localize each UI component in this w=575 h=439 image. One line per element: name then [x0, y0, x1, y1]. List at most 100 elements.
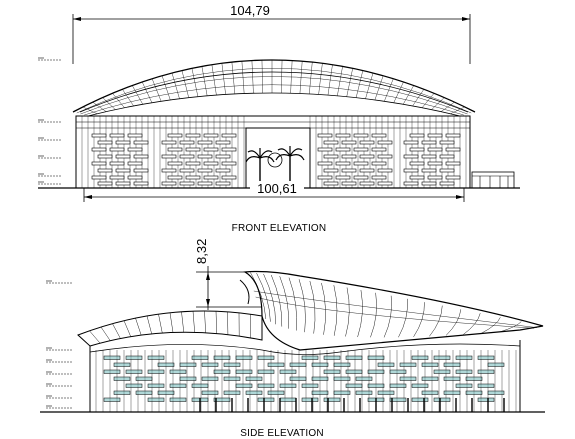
facade-panel — [109, 147, 125, 152]
glass-panel — [323, 369, 341, 374]
facade-panel — [403, 154, 419, 159]
left-roof-rib — [215, 311, 217, 334]
glass-panel — [279, 369, 297, 374]
glass-panel — [477, 369, 495, 374]
facade-panel — [359, 181, 375, 186]
glass-panel — [125, 355, 143, 360]
glass-panel — [103, 369, 121, 374]
facade-panel — [127, 133, 143, 138]
glass-panel — [399, 376, 417, 381]
glass-panel — [443, 376, 461, 381]
facade-panel — [203, 133, 219, 138]
facade-panel — [133, 140, 149, 145]
facade-panel — [221, 161, 237, 166]
facade-panel — [185, 133, 201, 138]
glass-panel — [333, 376, 351, 381]
glass-panel — [113, 376, 131, 381]
front-roof — [72, 59, 476, 117]
glass-panel — [191, 383, 209, 388]
sail-rib — [263, 273, 276, 325]
facade-panel — [215, 140, 231, 145]
glass-panel — [125, 383, 143, 388]
facade-panel — [445, 133, 461, 138]
glass-panel — [147, 383, 165, 388]
facade-panel — [197, 154, 213, 159]
front-overall-width-label: 104,79 — [230, 3, 270, 18]
front-elevation-title: FRONT ELEVATION — [232, 223, 327, 234]
facade-panel — [403, 181, 419, 186]
glass-panel — [201, 376, 219, 381]
glass-panel — [311, 362, 329, 367]
facade-panel — [377, 154, 393, 159]
facade-panel — [377, 140, 393, 145]
facade-panel — [359, 168, 375, 173]
facade-panel — [445, 147, 461, 152]
facade-panel — [335, 147, 351, 152]
facade-panel — [371, 175, 387, 180]
sail-rib — [250, 272, 267, 319]
facade-panel — [133, 181, 149, 186]
facade-panel — [335, 175, 351, 180]
facade-panel — [371, 161, 387, 166]
glass-panel — [443, 390, 461, 395]
facade-panel — [91, 175, 107, 180]
left-roof-rib — [146, 315, 152, 334]
glass-panel — [279, 397, 297, 402]
glass-panel — [301, 383, 319, 388]
facade-panel — [421, 154, 437, 159]
side-left-roof-ribs — [89, 310, 251, 344]
facade-panel — [109, 175, 125, 180]
facade-panel — [371, 133, 387, 138]
sail-rib — [500, 321, 522, 332]
facade-panel — [403, 140, 419, 145]
glass-panel — [103, 355, 121, 360]
glass-panel — [421, 376, 439, 381]
glass-panel — [301, 397, 319, 402]
glass-panel — [191, 355, 209, 360]
glass-panel — [433, 355, 451, 360]
glass-panel — [223, 376, 241, 381]
glass-panel — [235, 369, 253, 374]
side-elevation-title: SIDE ELEVATION — [240, 428, 324, 439]
entrance-palm-trees — [245, 146, 305, 182]
glass-panel — [113, 390, 131, 395]
facade-panel — [341, 154, 357, 159]
facade-panel — [323, 181, 339, 186]
sail-rib — [357, 290, 363, 338]
sail-rib — [279, 276, 290, 329]
facade-panel — [427, 161, 443, 166]
glass-panel — [377, 362, 395, 367]
facade-panel — [359, 140, 375, 145]
glass-panel — [345, 383, 363, 388]
facade-panel — [97, 181, 113, 186]
glass-panel — [147, 397, 165, 402]
facade-panel — [221, 147, 237, 152]
side-roof — [77, 270, 544, 351]
glass-panel — [465, 390, 483, 395]
facade-panel — [377, 181, 393, 186]
glass-panel — [487, 362, 505, 367]
facade-panel — [215, 154, 231, 159]
glass-panel — [411, 397, 429, 402]
side-glass-panels — [103, 355, 505, 402]
left-roof-rib — [181, 311, 185, 333]
glass-panel — [267, 390, 285, 395]
glass-panel — [279, 383, 297, 388]
facade-panel — [317, 133, 333, 138]
front-base-width-label: 100,61 — [257, 181, 297, 196]
facade-panel — [115, 181, 131, 186]
facade-panel — [421, 168, 437, 173]
facade-panel — [445, 175, 461, 180]
facade-panel — [161, 140, 177, 145]
facade-panel — [133, 154, 149, 159]
side-height-label: 8,32 — [194, 239, 209, 264]
glass-panel — [157, 390, 175, 395]
facade-panel — [215, 168, 231, 173]
glass-panel — [169, 397, 187, 402]
glass-panel — [301, 355, 319, 360]
facade-panel — [161, 181, 177, 186]
facade-panel — [427, 175, 443, 180]
side-facade — [40, 340, 545, 413]
sail-rib — [370, 292, 377, 338]
glass-panel — [223, 390, 241, 395]
